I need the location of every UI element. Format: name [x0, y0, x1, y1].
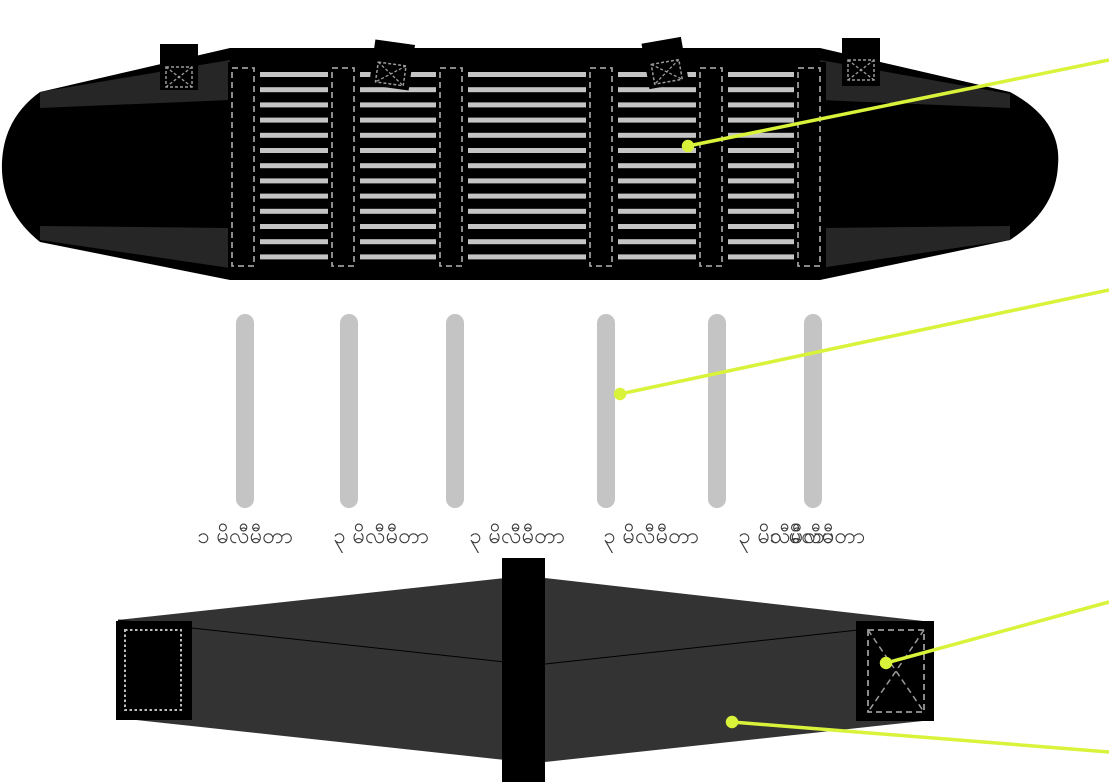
- mesh-stripe: [236, 239, 816, 245]
- mesh-stripe: [236, 87, 816, 93]
- stay-pocket: [696, 62, 728, 272]
- callout-line-stay: [619, 288, 1109, 396]
- loose-stays: [236, 314, 822, 508]
- mesh-stripe: [236, 163, 816, 169]
- stay-label-6: ၁ မိလီမီတာ: [769, 523, 865, 549]
- mesh-stripe: [236, 254, 816, 260]
- callout-lines: [613, 58, 1109, 754]
- callout-dot-hook: [879, 656, 893, 670]
- stay-width-labels: ၁ မိလီမီတာ ၃ မိလီမီတာ ၃ မိလီမီတာ ၃ မိလီမ…: [197, 523, 865, 553]
- stay-label-3: ၃ မိလီမီတာ: [469, 523, 565, 553]
- mesh-stripe: [236, 132, 816, 138]
- tab-mid-left: [368, 39, 416, 91]
- mesh-stripe: [236, 102, 816, 108]
- stay-bar: [446, 314, 464, 508]
- stay-pocket: [794, 62, 826, 272]
- stay-pocket: [228, 62, 260, 272]
- mesh-stripe: [236, 72, 816, 77]
- mesh-stripes: [236, 72, 816, 260]
- callout-line-hook: [885, 600, 1109, 665]
- mesh-stripe: [236, 224, 816, 229]
- callout-dot-stay: [613, 387, 627, 401]
- mesh-stripe: [236, 178, 816, 184]
- mesh-stripe: [236, 193, 816, 199]
- stay-label-2: ၃ မိလီမီတာ: [333, 523, 429, 553]
- mesh-stripe: [236, 148, 816, 153]
- stay-bar: [804, 314, 822, 508]
- callout-dot-back-panel: [725, 715, 739, 729]
- stay-label-4: ၃ မိလီမီတာ: [603, 523, 699, 553]
- stay-bar: [340, 314, 358, 508]
- belt-front-view: [1, 36, 1059, 280]
- stay-pockets: [228, 62, 826, 272]
- back-end-left: [116, 621, 192, 720]
- back-center-strap: [502, 558, 545, 782]
- stay-bar: [708, 314, 726, 508]
- stay-pocket: [436, 62, 468, 272]
- stay-pocket: [586, 62, 618, 272]
- belt-left-inner-panel-lower: [40, 226, 230, 268]
- mesh-stripe: [236, 117, 816, 123]
- back-panel-left: [118, 578, 505, 760]
- back-end-right: [856, 621, 934, 721]
- callout-line-mesh: [687, 58, 1109, 148]
- mesh-stripe: [236, 208, 816, 214]
- tab-left: [160, 44, 198, 90]
- top-tabs: [160, 36, 880, 91]
- callout-dot-mesh: [681, 139, 695, 153]
- stay-bar: [236, 314, 254, 508]
- callout-line-back-panel: [731, 720, 1109, 754]
- belt-left-inner-panel: [40, 60, 230, 108]
- tab-right: [842, 38, 880, 86]
- back-panel-right: [545, 578, 932, 762]
- belt-back-view: [116, 558, 934, 782]
- stay-label-1: ၁ မိလီမီတာ: [197, 523, 293, 549]
- stay-pocket: [328, 62, 360, 272]
- stay-bar: [597, 314, 615, 508]
- tab-mid-right: [641, 36, 689, 90]
- belt-right-inner-panel-lower: [820, 226, 1010, 268]
- stay-label-5: ၃ မိလီမီတာ: [738, 523, 834, 553]
